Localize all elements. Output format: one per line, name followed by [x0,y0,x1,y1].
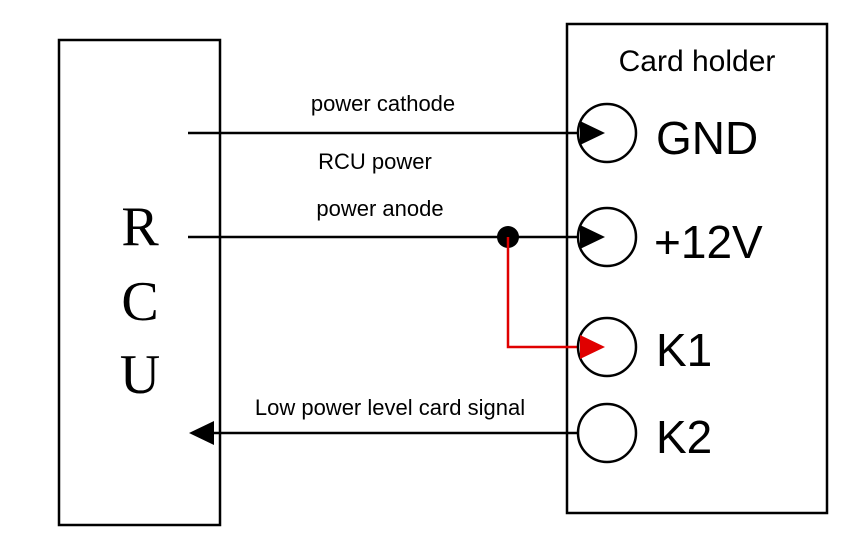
signal-arrowhead [189,421,214,445]
anode-arrowhead-front [580,225,605,249]
gnd-terminal-label: GND [656,112,758,164]
12v-terminal-label: +12V [654,216,763,268]
k1-terminal-label: K1 [656,324,712,376]
rcu-letter-c: C [121,271,158,333]
k2-terminal [576,402,638,464]
rcu-letter-u: U [120,344,160,406]
gnd-terminal [576,102,638,164]
12v-terminal [576,206,638,268]
anode-label: power anode [316,196,443,221]
signal-label: Low power level card signal [255,395,525,420]
rcu-letter-r: R [121,196,159,258]
rcu-power-label: RCU power [318,149,432,174]
cathode-label: power cathode [311,91,455,116]
card-holder-title: Card holder [619,45,776,78]
k1-jumper-arrowhead-front [580,335,605,359]
cathode-arrowhead-front [580,121,605,145]
rcu-box [57,38,222,527]
k1-terminal [576,316,638,378]
k2-terminal-label: K2 [656,411,712,463]
k1-jumper-wire [506,237,580,349]
